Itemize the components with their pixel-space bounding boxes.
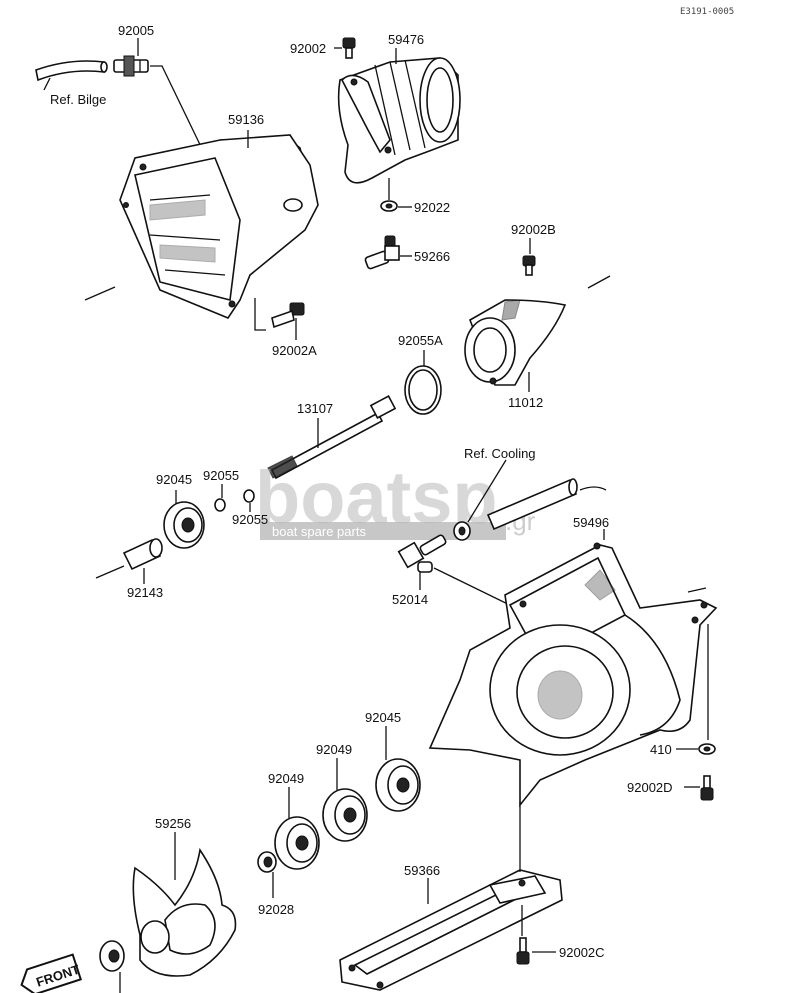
label-92002A: 92002A — [272, 343, 317, 358]
label-92045-mid: 92045 — [365, 710, 401, 725]
bolt-92002B — [522, 255, 536, 276]
bolt-92002D — [700, 775, 714, 801]
label-59266: 59266 — [414, 249, 450, 264]
label-92049-a: 92049 — [316, 742, 352, 757]
circlip-92055-b — [243, 489, 255, 503]
leader-ref-cooling — [467, 459, 507, 523]
hose-clamp — [453, 521, 471, 541]
label-92028: 92028 — [258, 902, 294, 917]
label-59366: 59366 — [404, 863, 440, 878]
drive-shaft-13107 — [267, 395, 397, 480]
axis-line-left-lower — [95, 565, 125, 579]
fitting-59266 — [364, 235, 400, 270]
label-92143: 92143 — [127, 585, 163, 600]
bearing-92049-b — [274, 816, 320, 870]
washer-92022 — [380, 200, 398, 212]
washer-410 — [698, 743, 716, 755]
pump-case-59496 — [428, 542, 718, 808]
bolt-92002-top — [342, 37, 356, 59]
label-410: 410 — [650, 742, 672, 757]
bolt-92002C — [516, 937, 530, 965]
label-59496: 59496 — [573, 515, 609, 530]
hose-59476 — [337, 57, 461, 184]
label-92005: 92005 — [118, 23, 154, 38]
leader-92002A-housing — [254, 298, 266, 331]
axis-line-right-lower — [687, 587, 707, 593]
bearing-92045-top — [163, 501, 205, 549]
cooling-hose — [486, 478, 607, 531]
pump-housing-59136 — [119, 134, 319, 319]
label-59476: 59476 — [388, 32, 424, 47]
impeller-59256 — [132, 847, 237, 977]
bearing-92049-a — [322, 788, 368, 842]
bearing-bottom-left — [99, 940, 125, 972]
label-92055-b: 92055 — [232, 512, 268, 527]
ride-plate-59366 — [339, 869, 563, 991]
elbow-52014 — [397, 534, 447, 573]
sleeve-92143 — [122, 538, 163, 571]
bilge-fitting-92005 — [113, 55, 149, 77]
label-52014: 52014 — [392, 592, 428, 607]
label-13107: 13107 — [297, 401, 333, 416]
label-11012: 11012 — [508, 395, 543, 410]
label-59136: 59136 — [228, 112, 264, 127]
o-ring-92055A — [404, 365, 442, 415]
axis-line-left-upper — [84, 286, 116, 301]
label-92002D: 92002D — [627, 780, 673, 795]
nozzle-11012 — [464, 299, 567, 386]
label-92002B: 92002B — [511, 222, 556, 237]
leader-bilge-to-housing — [150, 65, 206, 156]
label-92055A: 92055A — [398, 333, 443, 348]
circlip-92055-a — [214, 498, 226, 512]
drawing-code: E3191-0005 — [680, 7, 734, 17]
label-ref-cooling: Ref. Cooling — [464, 446, 536, 461]
collar-92028 — [257, 851, 277, 873]
label-ref-bilge: Ref. Bilge — [50, 92, 106, 107]
label-92045-top: 92045 — [156, 472, 192, 487]
bearing-92045-mid — [375, 758, 421, 812]
label-92002: 92002 — [290, 41, 326, 56]
watermark-tagline: boat spare parts — [272, 524, 366, 539]
label-92055-a: 92055 — [203, 468, 239, 483]
label-92022: 92022 — [414, 200, 450, 215]
label-92049-b: 92049 — [268, 771, 304, 786]
front-arrow: FRONT — [20, 953, 83, 993]
label-59256: 59256 — [155, 816, 191, 831]
bilge-hose-part — [35, 60, 108, 82]
bolt-92002A — [271, 302, 305, 329]
watermark: boatsp .gr boat spare parts — [255, 456, 536, 540]
label-92002C: 92002C — [559, 945, 605, 960]
axis-line-right-upper — [587, 275, 611, 289]
leader-ref-bilge — [43, 77, 51, 91]
